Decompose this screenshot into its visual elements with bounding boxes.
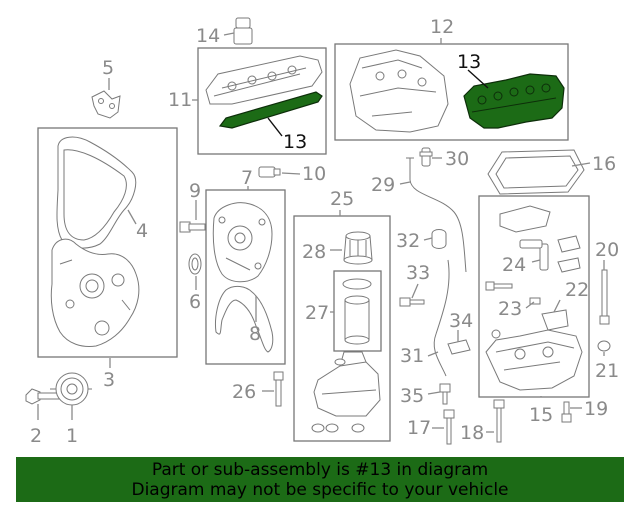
callout-10: 10 (302, 163, 326, 185)
banner-line-1: Part or sub-assembly is #13 in diagram (151, 459, 489, 480)
oil-pump-pickup (499, 205, 551, 233)
oil-pump-group-box (205, 189, 286, 365)
part-29-dipstick-tube (406, 157, 467, 273)
timing-cover-group-box (37, 127, 178, 358)
callout-20: 20 (595, 239, 619, 261)
callout-16: 16 (592, 153, 616, 175)
part-6-seal (188, 253, 202, 275)
callout-26: 26 (232, 381, 256, 403)
part-13-valve-cover-right-highlighted (463, 73, 565, 129)
part-20-stud (599, 269, 610, 325)
callout-21: 21 (595, 360, 619, 382)
part-24-sensor (519, 239, 549, 271)
callout-17: 17 (407, 417, 431, 439)
callout-33: 33 (406, 262, 430, 284)
part-27-filter-element (342, 278, 372, 345)
callout-11: 11 (168, 89, 192, 111)
part-24-bracket (557, 235, 581, 273)
part-33-bolt (399, 297, 425, 307)
part-19-bolt (561, 401, 572, 423)
part-13-gasket-left-highlighted (218, 91, 323, 129)
part-23-bolts (485, 281, 541, 305)
callout-2: 2 (30, 425, 42, 447)
callout-22: 22 (565, 279, 589, 301)
oil-filter-element-box (333, 270, 382, 352)
part-7-oil-pump-cover (212, 202, 273, 283)
callout-28: 28 (302, 241, 326, 263)
part-17-bolt (443, 409, 455, 445)
part-10-sensor (258, 166, 281, 178)
part-2-bolt (25, 388, 67, 405)
callout-30: 30 (445, 148, 469, 170)
callout-13-right: 13 (457, 51, 481, 73)
callout-15: 15 (529, 404, 553, 426)
part-3-lower-timing-cover (50, 238, 140, 347)
part-30-fitting (419, 147, 433, 167)
callout-13-left: 13 (283, 131, 307, 153)
callout-19: 19 (584, 398, 608, 420)
part-21-washer (597, 340, 611, 352)
part-18-bolt (493, 399, 505, 443)
banner-line-2: Diagram may not be specific to your vehi… (131, 479, 509, 500)
part-34-bracket (447, 339, 471, 355)
part-26-stud (273, 371, 284, 407)
callout-12: 12 (430, 16, 454, 38)
callout-9: 9 (189, 180, 201, 202)
callout-34: 34 (449, 310, 473, 332)
part-28-filter-cap (343, 231, 373, 265)
callout-1: 1 (66, 425, 78, 447)
part-4-upper-timing-cover (56, 136, 137, 249)
callout-6: 6 (189, 291, 201, 313)
part-1-crankshaft-pulley (50, 372, 92, 406)
callout-14: 14 (196, 25, 220, 47)
part-9-bolt (179, 221, 206, 233)
leader-lines (37, 32, 605, 433)
callout-24: 24 (502, 254, 526, 276)
part-32-seal (431, 229, 447, 249)
part-12-cylinder-head (349, 49, 449, 133)
callout-32: 32 (396, 230, 420, 252)
oil-pan-group-box (478, 195, 590, 398)
part-5-bracket (91, 90, 121, 119)
part-16-pan-gasket (487, 149, 585, 195)
callout-25: 25 (330, 188, 354, 210)
oil-filter-group-box (293, 215, 391, 442)
callout-29: 29 (371, 174, 395, 196)
part-11-valve-cover (205, 55, 323, 105)
part-22-bracket (541, 309, 569, 331)
oil-filter-housing (311, 351, 381, 433)
part-15-oil-pan (485, 329, 583, 391)
callout-7: 7 (241, 167, 253, 189)
part-35-bolt (439, 383, 451, 405)
cylinder-head-group-box (334, 43, 569, 141)
callout-27: 27 (305, 302, 329, 324)
part-14-cap (233, 17, 253, 45)
callout-23: 23 (498, 298, 522, 320)
callout-35: 35 (400, 385, 424, 407)
callout-4: 4 (136, 220, 148, 242)
callout-31: 31 (400, 345, 424, 367)
valve-cover-group-box (197, 47, 327, 155)
part-info-banner: Part or sub-assembly is #13 in diagram D… (16, 457, 624, 502)
callout-8: 8 (249, 323, 261, 345)
part-31-tube (433, 259, 450, 377)
callout-3: 3 (103, 369, 115, 391)
part-8-gasket (215, 285, 274, 353)
callout-5: 5 (102, 57, 114, 79)
callout-18: 18 (460, 422, 484, 444)
